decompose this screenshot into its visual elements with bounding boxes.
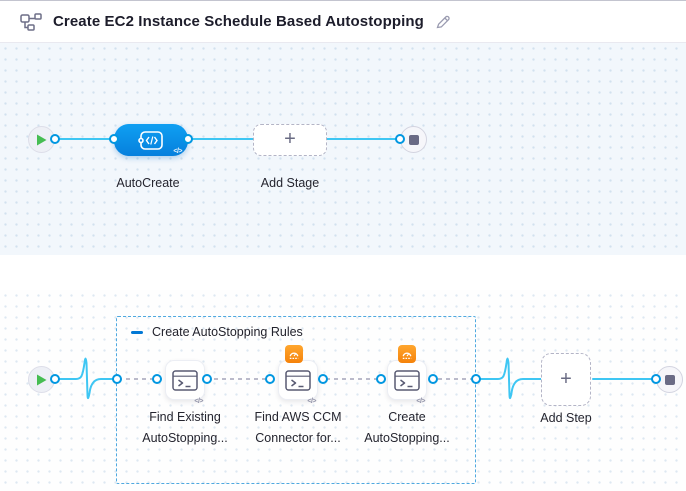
step-node-find-aws-ccm-connector[interactable]: </> xyxy=(278,345,318,405)
connector-line xyxy=(190,138,255,140)
pipeline-end-node xyxy=(400,126,427,153)
add-step-button[interactable]: + xyxy=(541,353,591,406)
step-name-line1: Find AWS CCM xyxy=(254,410,342,424)
pipeline-title: Create EC2 Instance Schedule Based Autos… xyxy=(53,13,424,30)
pipeline-header: Create EC2 Instance Schedule Based Autos… xyxy=(0,1,686,43)
shell-script-icon xyxy=(394,369,420,391)
collapse-minus-icon[interactable] xyxy=(131,330,143,334)
step-name-line2: Connector for... xyxy=(255,431,341,445)
play-icon xyxy=(37,374,47,385)
aws-ccm-badge-icon xyxy=(398,345,416,363)
connector-port xyxy=(152,374,162,384)
step-name-line1: Find Existing xyxy=(149,410,221,424)
connector-line xyxy=(592,378,652,380)
connector-line xyxy=(325,138,398,140)
step-name-line1: Create xyxy=(388,410,426,424)
connector-port xyxy=(109,134,119,144)
script-indicator-icon: </> xyxy=(173,148,182,155)
stage-canvas[interactable]: </> AutoCreate + Add Stage xyxy=(0,43,686,255)
plus-icon: + xyxy=(284,128,296,150)
connector-port xyxy=(395,134,405,144)
step-node-find-existing-autostopping[interactable]: </> xyxy=(165,360,205,405)
connector-port xyxy=(265,374,275,384)
connector-port xyxy=(202,374,212,384)
connector-port xyxy=(428,374,438,384)
connector-port xyxy=(376,374,386,384)
play-icon xyxy=(37,134,47,145)
script-indicator-icon: </> xyxy=(194,398,203,405)
stage-name-label: AutoCreate xyxy=(116,176,180,190)
connector-port xyxy=(50,374,60,384)
step-node-create-autostopping[interactable]: </> xyxy=(387,345,427,405)
stage-node-autocreate[interactable]: </> xyxy=(114,124,188,156)
stop-icon xyxy=(408,134,419,145)
pipeline-icon xyxy=(20,12,42,31)
shell-script-icon xyxy=(285,369,311,391)
edit-pencil-icon[interactable] xyxy=(435,14,451,30)
step-group-header[interactable]: Create AutoStopping Rules xyxy=(131,325,303,339)
connector-port xyxy=(112,374,122,384)
add-stage-button[interactable]: + xyxy=(253,124,327,156)
connector-port xyxy=(50,134,60,144)
execution-canvas[interactable]: Create AutoStopping Rules </> Find Exist… xyxy=(0,290,686,491)
add-stage-label: Add Stage xyxy=(260,176,320,190)
step-name-line2: AutoStopping... xyxy=(142,431,228,445)
custom-stage-icon xyxy=(137,130,163,150)
step-group-create-autostopping-rules: Create AutoStopping Rules xyxy=(116,316,476,484)
aws-ccm-badge-icon xyxy=(285,345,303,363)
connector-port xyxy=(318,374,328,384)
script-indicator-icon: </> xyxy=(307,398,316,405)
connector-port xyxy=(651,374,661,384)
step-name-label: Find AWS CCM Connector for... xyxy=(238,407,358,449)
step-name-line2: AutoStopping... xyxy=(364,431,450,445)
plus-icon: + xyxy=(560,367,572,390)
add-step-label: Add Step xyxy=(540,411,592,425)
connector-port xyxy=(183,134,193,144)
connector-squiggle xyxy=(476,357,543,399)
script-indicator-icon: </> xyxy=(416,398,425,405)
stop-icon xyxy=(664,374,675,385)
step-name-label: Find Existing AutoStopping... xyxy=(125,407,245,449)
step-group-label: Create AutoStopping Rules xyxy=(152,325,303,339)
connector-port xyxy=(471,374,481,384)
connector-line xyxy=(58,138,112,140)
connector-squiggle xyxy=(57,357,119,399)
step-name-label: Create AutoStopping... xyxy=(347,407,467,449)
shell-script-icon xyxy=(172,369,198,391)
